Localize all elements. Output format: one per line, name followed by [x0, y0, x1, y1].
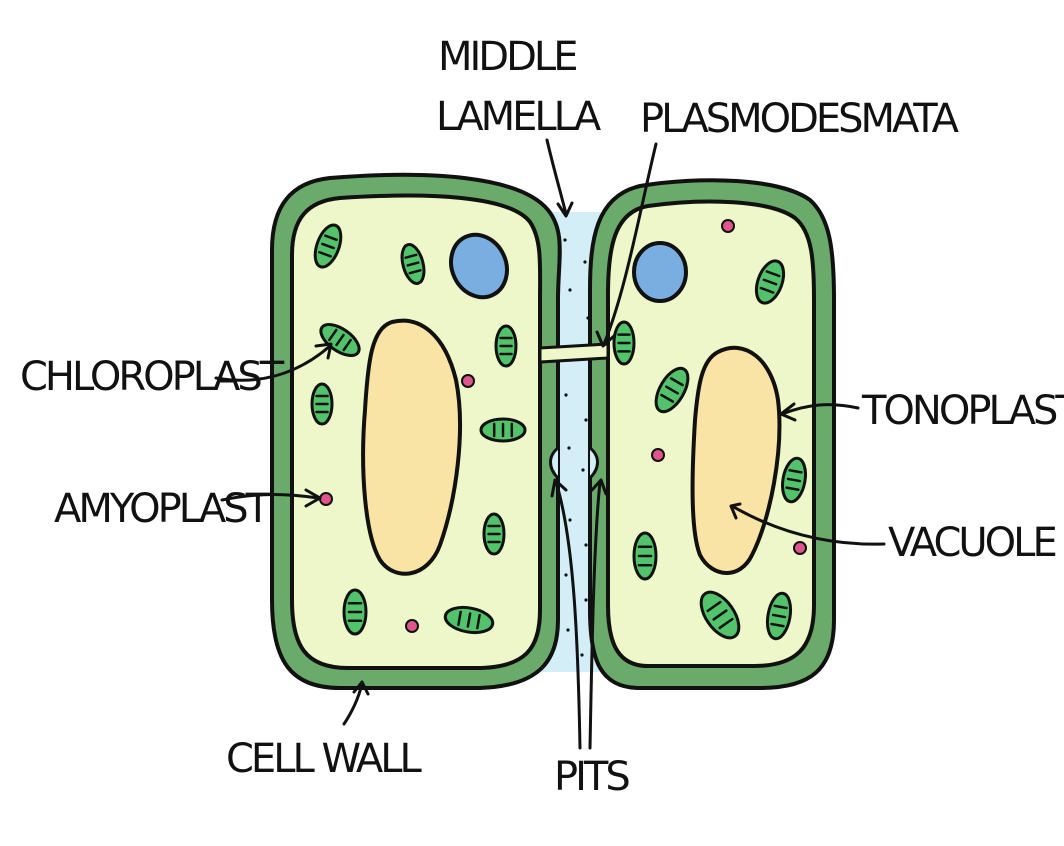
amyloplasts: [319, 219, 807, 633]
chloroplast: [479, 417, 527, 443]
amyloplast: [319, 492, 333, 506]
cell-wall-label: CELL WALL: [226, 736, 423, 782]
right-vacuole: [690, 345, 782, 575]
tonoplast-label: TONOPLAST: [861, 388, 1064, 434]
amyloplast: [405, 619, 419, 633]
amyoplast-label: AMYOPLAST: [54, 486, 271, 532]
chloroplast: [310, 382, 334, 426]
chloroplast: [319, 322, 361, 358]
chloroplast: [781, 456, 807, 504]
chloroplast: [654, 366, 690, 414]
chloroplast: [400, 243, 426, 285]
chloroplast: [482, 512, 506, 556]
left-nucleus: [449, 232, 509, 300]
left-vacuole: [361, 318, 462, 576]
chloroplast: [342, 588, 368, 636]
chloroplast: [494, 324, 518, 368]
amyloplast: [793, 541, 807, 555]
vacuole-label: VACUOLE: [888, 520, 1055, 566]
right-pit: [588, 446, 599, 480]
chloroplast-label: CHLOROPLAST: [20, 354, 285, 400]
left-cell: [270, 172, 562, 690]
pits-left-arrow: [550, 478, 582, 750]
plasmodesmata-label: PLASMODESMATA: [640, 96, 960, 142]
right-nucleus: [632, 241, 688, 303]
left-pit: [549, 446, 560, 480]
chloroplast: [699, 590, 741, 640]
cell-wall-arrow: [342, 680, 370, 726]
chloroplast: [754, 259, 786, 305]
vacuole-arrow: [729, 502, 886, 546]
chloroplast: [765, 591, 793, 641]
chloroplast-arrow: [214, 342, 333, 382]
chloroplast: [313, 223, 343, 269]
amyoplast-arrow: [220, 488, 322, 508]
tonoplast-arrow: [779, 402, 860, 422]
pits-right-arrow: [588, 478, 608, 750]
chloroplasts: [310, 223, 807, 641]
amyloplast: [461, 374, 475, 388]
amyloplast: [721, 219, 735, 233]
plasmodesmata-arrow: [595, 142, 658, 348]
pits-label: PITS: [554, 754, 629, 800]
chloroplast: [612, 320, 636, 366]
amyloplast: [651, 448, 665, 462]
plasmodesmata-channel: [538, 342, 610, 364]
middle-lamella-label-2: LAMELLA: [436, 94, 602, 140]
chloroplast: [443, 605, 495, 635]
middle-lamella-dots: [563, 238, 590, 657]
chloroplast: [632, 531, 658, 581]
middle-lamella-arrow: [545, 138, 574, 218]
label-arrows: [214, 138, 886, 750]
middle-lamella-label-1: MIDDLE: [438, 34, 576, 80]
